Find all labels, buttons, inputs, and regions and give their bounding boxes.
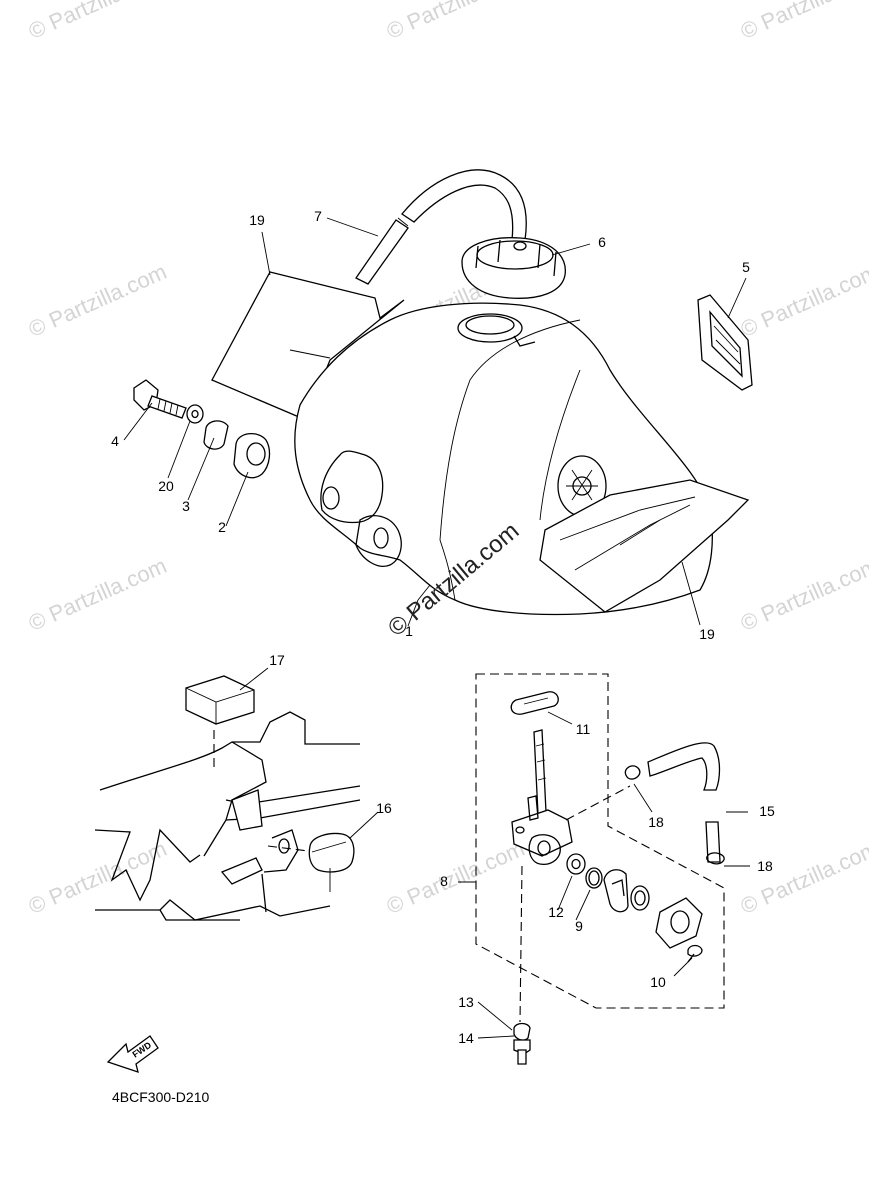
callout-1[interactable]: 1 (405, 623, 413, 639)
callout-20[interactable]: 20 (158, 478, 174, 494)
callout-16[interactable]: 16 (376, 800, 392, 816)
frame-detail (94, 667, 379, 921)
callout-7[interactable]: 7 (314, 208, 322, 224)
fwd-arrow-icon: FWD (106, 1035, 159, 1073)
callout-15[interactable]: 15 (759, 803, 775, 819)
callout-4[interactable]: 4 (111, 433, 119, 449)
side-cover-decal-left (211, 271, 405, 421)
callout-18[interactable]: 18 (648, 814, 664, 830)
callout-11[interactable]: 11 (575, 721, 591, 737)
fuel-cock-assembly (458, 673, 750, 1065)
callout-19[interactable]: 19 (699, 626, 715, 642)
callout-14[interactable]: 14 (458, 1030, 474, 1046)
callout-13[interactable]: 13 (458, 994, 474, 1010)
callout-6[interactable]: 6 (598, 234, 606, 250)
callout-10[interactable]: 10 (650, 974, 666, 990)
callout-9[interactable]: 9 (575, 918, 583, 934)
callout-3[interactable]: 3 (182, 498, 190, 514)
diagram-code: 4BCF300-D210 (112, 1089, 210, 1105)
callout-19[interactable]: 19 (249, 212, 265, 228)
bracket (697, 294, 753, 391)
leader-lines (123, 217, 747, 627)
mounting-hardware (133, 379, 271, 479)
tank-decal-right (539, 479, 750, 613)
fuel-cap (461, 237, 566, 299)
callout-8[interactable]: 8 (440, 873, 448, 889)
callout-5[interactable]: 5 (742, 259, 750, 275)
callout-2[interactable]: 2 (218, 519, 226, 535)
callout-17[interactable]: 17 (269, 652, 285, 668)
callout-18[interactable]: 18 (757, 858, 773, 874)
callout-12[interactable]: 12 (548, 904, 564, 920)
